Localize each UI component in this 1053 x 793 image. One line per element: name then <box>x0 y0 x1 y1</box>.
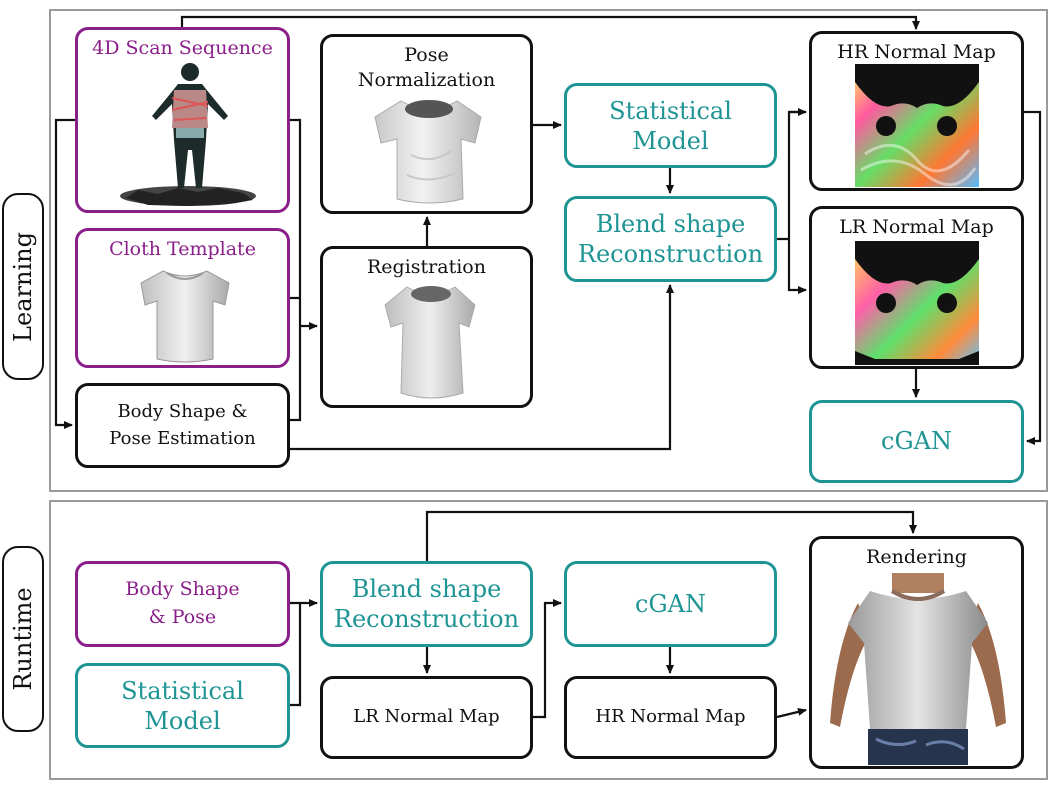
cloth-template-title: Cloth Template <box>109 238 256 260</box>
hr-normal-map-box: HR Normal Map <box>809 31 1024 191</box>
hr-normal-map-title: HR Normal Map <box>837 41 996 63</box>
inputs-to-registration-bracket <box>290 118 302 422</box>
registration-title: Registration <box>367 256 486 278</box>
pose-normalization-title: Pose Normalization <box>357 44 496 91</box>
learning-section-label: Learning <box>2 193 44 380</box>
runtime-blend-to-rendering-arrow <box>425 510 917 561</box>
cgan-learning-label: cGAN <box>881 427 952 456</box>
runtime-panel <box>49 500 1048 780</box>
scan-to-hr-arrow <box>180 15 920 30</box>
runtime-cgan-label: cGAN <box>635 589 706 618</box>
blend-shape-reconstruction-box: Blend shape Reconstruction <box>564 196 777 282</box>
inputs-to-estimation-arrow <box>54 118 75 429</box>
body-shape-pose-estimation-box: Body Shape & Pose Estimation <box>75 383 290 468</box>
runtime-statistical-model-box: Statistical Model <box>75 663 290 748</box>
runtime-cgan-box: cGAN <box>564 561 777 647</box>
lr-normal-map-title: LR Normal Map <box>839 216 994 238</box>
cgan-learning-box: cGAN <box>809 400 1024 483</box>
statistical-model-label: Statistical Model <box>609 96 732 155</box>
lr-normal-map-image <box>855 241 979 365</box>
learning-panel <box>49 9 1048 492</box>
runtime-blend-shape-reconstruction-label: Blend shape Reconstruction <box>333 575 520 633</box>
runtime-section-label: Runtime <box>2 546 44 732</box>
rendering-box: Rendering <box>809 536 1024 769</box>
blend-to-maps-split <box>777 110 806 290</box>
runtime-hr-normal-map-label: HR Normal Map <box>595 706 746 728</box>
estimation-to-blend-arrow <box>290 284 674 451</box>
runtime-statistical-model-label: Statistical Model <box>121 676 244 735</box>
cloth-template-image <box>140 270 230 363</box>
rendering-title: Rendering <box>866 546 967 568</box>
runtime-hr-normal-map-box: HR Normal Map <box>564 676 777 759</box>
pose-normalization-box: Pose Normalization <box>320 34 533 214</box>
runtime-hr-to-rendering-arrow <box>776 707 807 719</box>
hr-to-cgan-arrow <box>1024 110 1042 445</box>
scan-figure-image <box>120 63 256 206</box>
registration-shirt-image <box>384 286 476 399</box>
body-shape-pose-label: Body Shape & Pose <box>125 578 240 628</box>
runtime-lr-normal-map-label: LR Normal Map <box>353 706 500 728</box>
body-shape-pose-estimation-label: Body Shape & Pose Estimation <box>109 401 256 449</box>
runtime-lr-to-cgan-arrow <box>533 599 562 719</box>
runtime-blend-shape-reconstruction-box: Blend shape Reconstruction <box>320 561 533 647</box>
cloth-template-box: Cloth Template <box>75 228 290 368</box>
scan-sequence-box: 4D Scan Sequence <box>75 27 290 213</box>
lr-normal-map-box: LR Normal Map <box>809 206 1024 369</box>
inputs-to-runtime-blend-arrow <box>290 603 317 707</box>
statistical-model-box: Statistical Model <box>564 83 777 168</box>
registration-box: Registration <box>320 246 533 408</box>
runtime-lr-normal-map-box: LR Normal Map <box>320 676 533 759</box>
body-shape-pose-box: Body Shape & Pose <box>75 561 290 647</box>
pose-normalization-shirt-image <box>374 100 482 204</box>
blend-shape-reconstruction-label: Blend shape Reconstruction <box>577 210 764 268</box>
hr-normal-map-image <box>855 64 979 187</box>
rendering-image <box>830 573 1006 765</box>
scan-sequence-title: 4D Scan Sequence <box>92 37 273 59</box>
